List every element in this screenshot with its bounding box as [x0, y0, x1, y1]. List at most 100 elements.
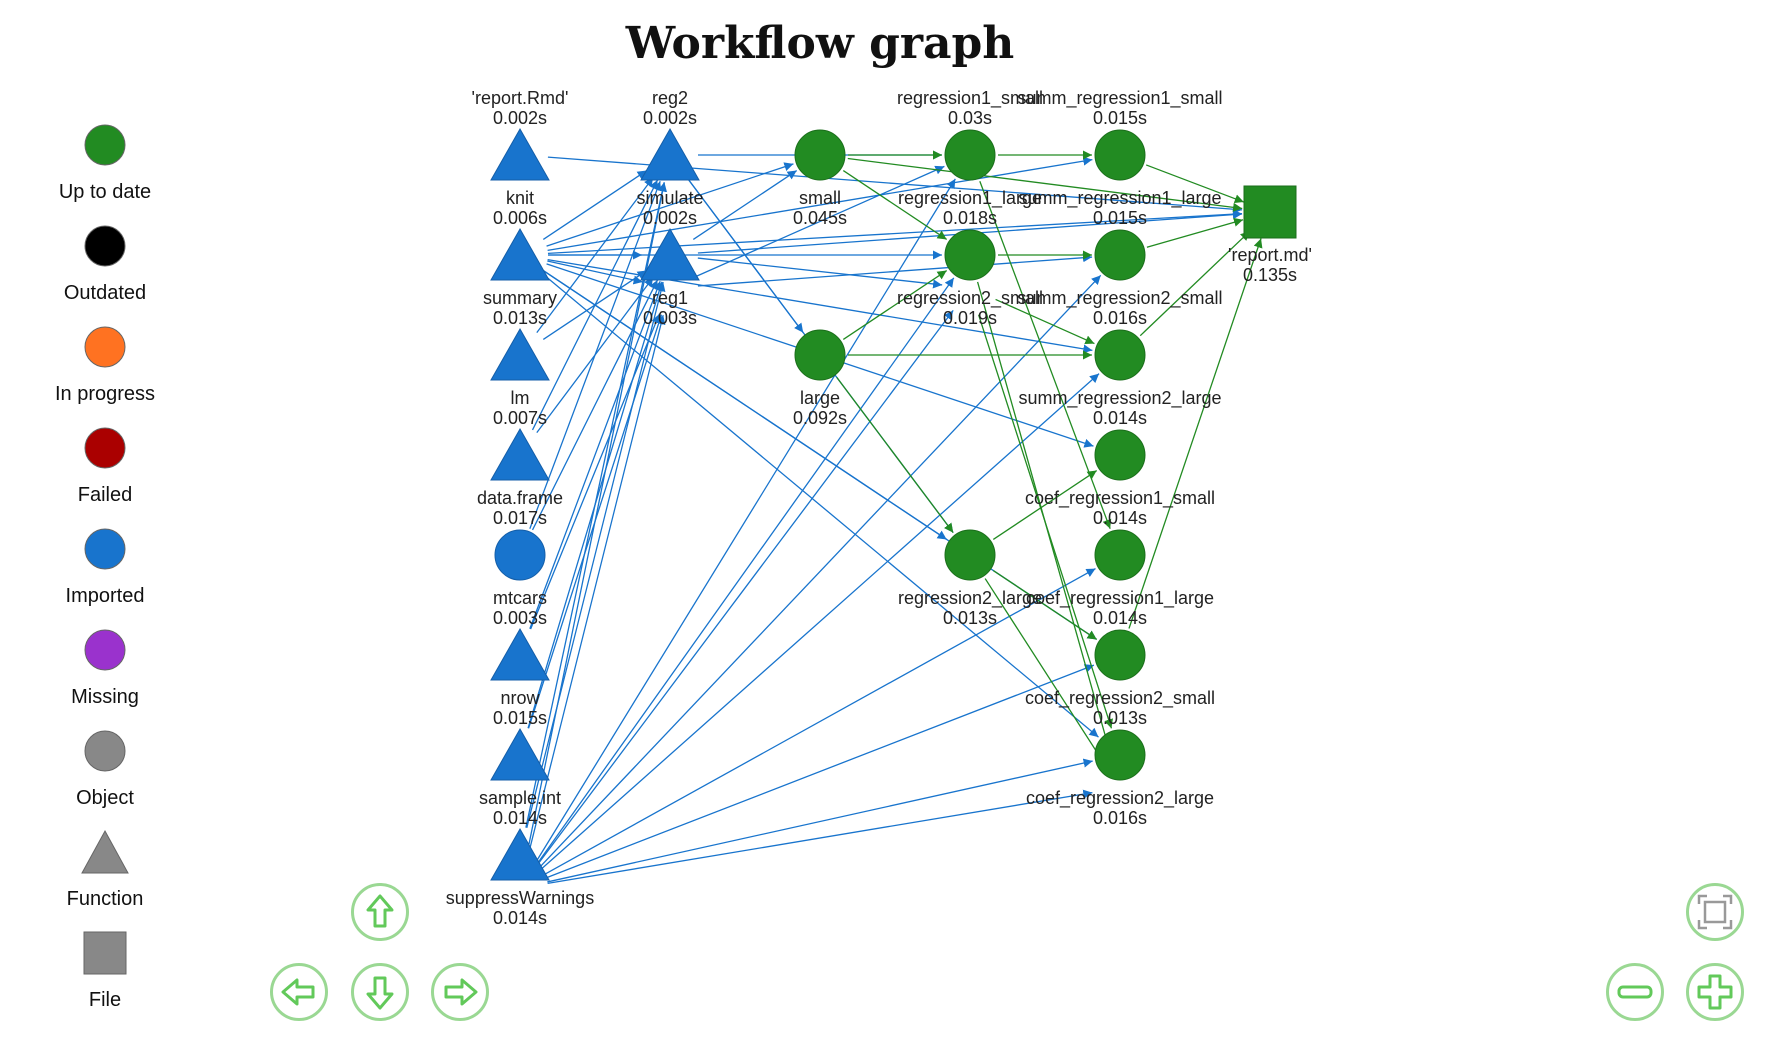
node-label: regression2_small	[897, 288, 1043, 309]
legend-label: Outdated	[63, 282, 147, 304]
page-title: Workflow graph	[625, 18, 1015, 69]
node-shape	[490, 427, 550, 481]
edge	[529, 280, 662, 630]
legend-item: In progress	[30, 322, 180, 406]
pan-left-button[interactable]	[270, 963, 328, 1021]
node-time: 0.014s	[1093, 608, 1147, 628]
node-time: 0.016s	[1093, 808, 1147, 828]
node-shape	[944, 129, 996, 181]
fit-view-button[interactable]	[1686, 883, 1744, 941]
legend-item: Up to date	[30, 120, 180, 204]
edge	[992, 569, 1098, 641]
edge	[697, 257, 943, 289]
edge	[547, 260, 643, 285]
node-label: sample.int	[479, 788, 561, 808]
edge	[538, 274, 1102, 869]
edge	[847, 157, 1243, 212]
node-report-rmd[interactable]: 'report.Rmd'0.002s	[472, 88, 569, 181]
node-label: nrow	[500, 688, 540, 708]
legend-label: Imported	[65, 585, 145, 607]
node-label: summ_regression1_large	[1018, 188, 1221, 209]
blue-circle-icon	[84, 528, 126, 570]
gray-triangle-icon	[81, 829, 129, 874]
edge	[526, 282, 666, 828]
edge	[529, 313, 661, 630]
node-time: 0.003s	[493, 608, 547, 628]
legend-item: Failed	[30, 423, 180, 507]
edge	[540, 373, 1100, 870]
node-time: 0.015s	[1093, 108, 1147, 128]
edge	[545, 664, 1095, 879]
legend-label: Function	[66, 888, 144, 910]
edge	[524, 182, 668, 861]
node-time: 0.045s	[793, 208, 847, 228]
node-label: small	[799, 188, 841, 208]
pan-right-button[interactable]	[431, 963, 489, 1021]
edge	[536, 310, 954, 866]
node-time: 0.003s	[643, 308, 697, 328]
node-label: lm	[511, 388, 530, 408]
arrow-right-icon	[444, 978, 478, 1006]
node-time: 0.014s	[1093, 508, 1147, 528]
legend-label: File	[88, 989, 122, 1011]
minus-icon	[1617, 985, 1653, 999]
node-time: 0.002s	[493, 108, 547, 128]
node-shape	[1094, 529, 1146, 581]
edge	[546, 162, 794, 247]
zoom-in-button[interactable]	[1686, 963, 1744, 1021]
node-time: 0.014s	[493, 908, 547, 928]
node-time: 0.015s	[1093, 208, 1147, 228]
edge	[992, 469, 1098, 541]
edge	[531, 279, 659, 531]
edge	[995, 298, 1095, 345]
node-time: 0.019s	[943, 308, 997, 328]
node-time: 0.013s	[1093, 708, 1147, 728]
node-time: 0.018s	[943, 208, 997, 228]
node-label: 'report.Rmd'	[472, 88, 569, 108]
node-label: summary	[483, 288, 557, 308]
pan-down-button[interactable]	[351, 963, 409, 1021]
node-time: 0.002s	[643, 208, 697, 228]
zoom-out-button[interactable]	[1606, 963, 1664, 1021]
node-label: summ_regression1_small	[1017, 88, 1222, 109]
node-time: 0.135s	[1243, 265, 1297, 285]
node-time: 0.017s	[493, 508, 547, 528]
arrow-down-icon	[366, 976, 394, 1010]
node-label: 'report.md'	[1228, 245, 1312, 265]
node-time: 0.092s	[793, 408, 847, 428]
node-shape	[1094, 629, 1146, 681]
edge	[536, 177, 654, 333]
node-label: large	[800, 388, 840, 408]
black-circle-icon	[84, 225, 126, 267]
node-label: reg1	[652, 288, 688, 308]
pan-up-button[interactable]	[351, 883, 409, 941]
node-lm[interactable]: lm0.007s	[490, 388, 550, 481]
legend-label: In progress	[54, 383, 156, 405]
node-report-md[interactable]: 'report.md'0.135s	[1228, 185, 1312, 285]
